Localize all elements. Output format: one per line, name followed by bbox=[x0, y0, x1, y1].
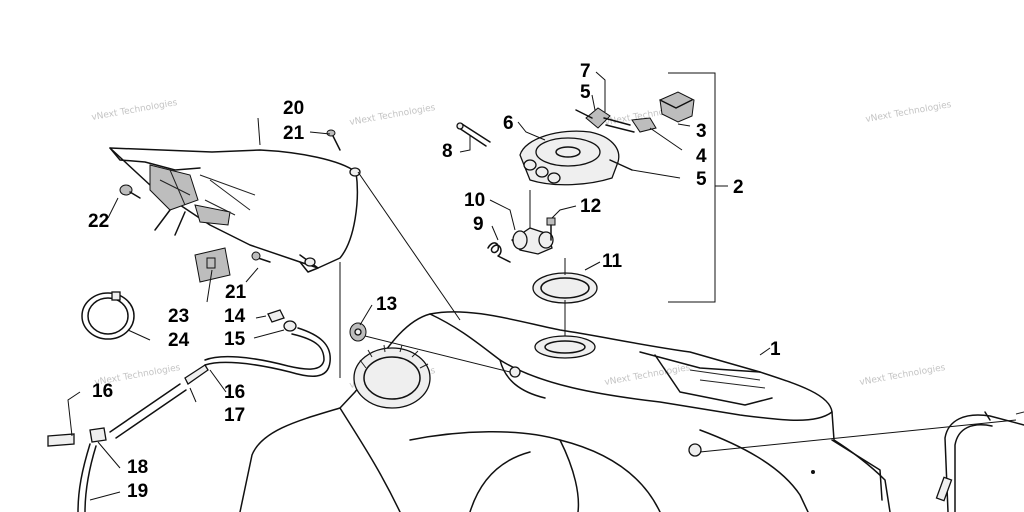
callout-11: 11 bbox=[602, 251, 623, 272]
fitting-18 bbox=[47, 427, 107, 447]
callout-10: 10 bbox=[464, 190, 485, 211]
callout-7: 7 bbox=[580, 61, 591, 82]
grommet-13 bbox=[349, 322, 367, 342]
rivet-22 bbox=[119, 184, 141, 199]
fitting-14 bbox=[267, 309, 285, 323]
strap-24 bbox=[81, 291, 135, 340]
callout-16-right: 16 bbox=[224, 382, 245, 403]
callout-24: 24 bbox=[168, 330, 190, 351]
callout-1: 1 bbox=[770, 339, 781, 360]
callout-2: 2 bbox=[733, 177, 744, 198]
screw-12 bbox=[546, 217, 556, 241]
air-box-cover bbox=[109, 147, 361, 273]
callout-14: 14 bbox=[224, 306, 246, 327]
screw-21-upper bbox=[326, 129, 341, 151]
callout-20: 20 bbox=[283, 98, 304, 119]
callout-21-lower: 21 bbox=[225, 282, 247, 303]
latch-7 bbox=[585, 107, 635, 133]
watermark: vNext Technologies bbox=[349, 103, 437, 128]
callout-5-lower: 5 bbox=[696, 169, 707, 190]
pin-5-upper bbox=[575, 109, 593, 119]
callout-15: 15 bbox=[224, 329, 246, 350]
watermark: vNext Technologies bbox=[865, 100, 953, 125]
bracket-23 bbox=[194, 247, 231, 283]
fuel-hose-16b bbox=[109, 383, 187, 439]
leader-lines bbox=[67, 71, 1017, 501]
fuel-tank bbox=[239, 311, 891, 512]
gasket-11 bbox=[532, 272, 598, 304]
screw-21-lower bbox=[251, 251, 271, 263]
fuel-hose-19 bbox=[77, 443, 97, 512]
button-3 bbox=[659, 91, 695, 123]
callout-13: 13 bbox=[376, 294, 397, 315]
callout-21-upper: 21 bbox=[283, 123, 305, 144]
callout-17: 17 bbox=[224, 405, 245, 426]
watermark: vNext Technologies bbox=[91, 98, 179, 123]
callout-8: 8 bbox=[442, 141, 453, 162]
fuel-hose-16 bbox=[184, 327, 331, 385]
callout-4: 4 bbox=[696, 146, 707, 167]
spring-9 bbox=[487, 242, 511, 263]
callout-9: 9 bbox=[473, 214, 484, 235]
cap-housing-6 bbox=[519, 130, 620, 186]
hinge-bracket-10 bbox=[511, 227, 554, 255]
callout-6: 6 bbox=[503, 113, 514, 134]
watermark: vNext Technologies bbox=[604, 363, 692, 388]
pin-5-lower bbox=[609, 159, 633, 171]
callout-16-left: 16 bbox=[92, 381, 113, 402]
pin-8 bbox=[456, 122, 491, 147]
callout-18: 18 bbox=[127, 457, 148, 478]
side-panel bbox=[935, 411, 1024, 512]
watermark: vNext Technologies bbox=[859, 363, 947, 388]
callout-23: 23 bbox=[168, 306, 189, 327]
callout-22: 22 bbox=[88, 211, 109, 232]
callout-5-upper: 5 bbox=[580, 82, 591, 103]
callouts: 1 2 3 4 5 5 6 7 8 9 10 11 12 13 14 15 16… bbox=[88, 61, 781, 502]
callout-19: 19 bbox=[127, 481, 148, 502]
callout-3: 3 bbox=[696, 121, 707, 142]
fitting-15 bbox=[283, 320, 297, 332]
callout-12: 12 bbox=[580, 196, 601, 217]
